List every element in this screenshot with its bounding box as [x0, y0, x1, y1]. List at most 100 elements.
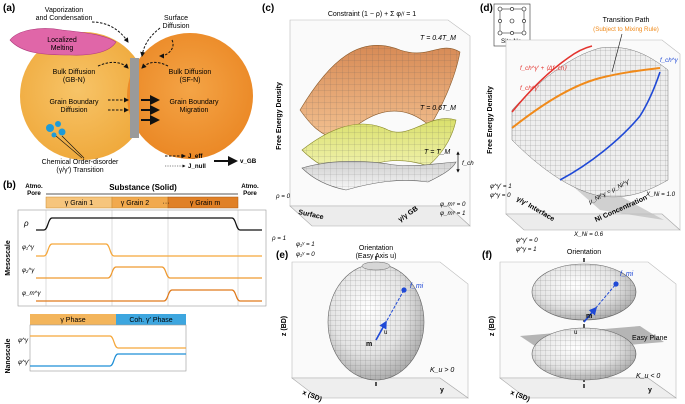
t06-label: T = 0.6T_M — [420, 105, 456, 112]
transition-leader — [611, 33, 623, 73]
site-lattice — [497, 6, 527, 36]
e-mag-arrow — [375, 320, 387, 341]
e-sphere-mesh — [328, 264, 424, 380]
curve-orange — [511, 67, 661, 129]
f-mag-arrow — [583, 306, 598, 323]
phig-profile — [30, 335, 186, 349]
panel-a-letter: (a) — [3, 3, 15, 14]
leader-1 — [55, 135, 83, 159]
phim0-label: φ_mᵞ = 0 — [440, 201, 466, 208]
meso-box — [17, 209, 267, 307]
e-k-label: K_u > 0 — [430, 367, 454, 374]
f-d-gp-label: f_ch^γ′ + ⟨Δf_ch⟩ — [520, 65, 567, 72]
coh-header — [116, 314, 186, 325]
e-mag-point — [401, 287, 407, 293]
vaporization-arrow — [91, 21, 129, 43]
bulk-left-arrow — [97, 61, 129, 69]
f-m-label: m — [586, 313, 592, 320]
constraint-label: Constraint (1 − ρ) + Σ φᵢᵞ = 1 — [328, 11, 416, 18]
panel-b-letter: (b) — [3, 180, 16, 191]
grain1-label: γ Grain 1 — [65, 200, 94, 207]
phi-bot1-label: φ^γ = 1 — [516, 246, 537, 253]
phi-bot0-label: φ^γ′ = 0 — [516, 237, 538, 244]
phigp-profile — [30, 353, 186, 367]
transition-path-label: Transition Path — [603, 17, 650, 24]
panel-f: (f) Orientation f_mi m u Easy Plane K_u … — [482, 249, 677, 403]
gamma-phase-label: γ Phase — [60, 317, 85, 324]
f-ch-g-label: f_ch^γ — [660, 57, 679, 64]
phig-label: φ^γ — [18, 337, 29, 344]
f-fmi-label: f_mi — [620, 271, 634, 278]
e-z-label: z (BD) — [281, 316, 288, 336]
surface-1-mesh — [302, 161, 456, 190]
phim-label: φ_m^γ — [22, 290, 42, 297]
bulk-left-label: Bulk Diffusion(GB-N) — [53, 69, 96, 84]
phim1-label: φ_mᵞ = 1 — [440, 210, 465, 217]
panel-e: (e) Orientation(Easy Axis u) f_mi m u K_… — [276, 245, 469, 403]
phi1-1-label: φ₁ᵞ = 1 — [296, 241, 315, 248]
phi1-profile — [36, 243, 262, 257]
panel-c: (c) Constraint (1 − ρ) + Σ φᵢᵞ = 1 Free … — [262, 3, 474, 258]
c-floor — [289, 205, 471, 227]
precipitate-cluster — [46, 121, 66, 138]
phim-profile — [36, 289, 262, 302]
surface-arrow — [140, 27, 161, 57]
f-mag-point — [613, 281, 619, 287]
t1-label: T = T_M — [424, 149, 450, 156]
f-k-label: K_u < 0 — [636, 373, 660, 380]
fch-label: f_ch — [462, 160, 474, 167]
phi2-profile — [36, 266, 262, 279]
curve-blue — [559, 71, 661, 181]
e-floor — [291, 377, 469, 399]
f-lobe-top-mesh — [532, 264, 636, 320]
panel-b: (b) Atmo.Pore Substance (Solid) Atmo.Por… — [3, 180, 267, 374]
chem-order-label: Chemical Order-disorder(γ/γ′) Transition — [42, 159, 119, 174]
f-ch-gp-label: f_ch^γ′ — [520, 85, 540, 92]
melting-region — [9, 28, 117, 56]
f-lobe-bottom-mesh — [532, 328, 636, 380]
grain2-label: γ Grain 2 — [121, 200, 150, 207]
rho1-label: ρ = 1 — [271, 235, 286, 242]
gamma-header — [30, 314, 116, 325]
rho-label: ρ — [23, 219, 29, 228]
c-y-axis: Free Energy Density — [276, 82, 283, 150]
phigp-label: φ^γ′ — [18, 359, 30, 366]
f-mag-line — [583, 283, 617, 323]
d-floor — [505, 213, 681, 231]
legend-vgb: v_GB — [240, 158, 257, 165]
curve-red — [511, 45, 593, 113]
t04-label: T = 0.4T_M — [420, 35, 456, 42]
phi2-label: φ₂^γ — [22, 267, 35, 274]
atmo-right: Atmo.Pore — [241, 183, 259, 197]
xni06-label: X_Ni = 0.6 — [573, 231, 604, 238]
d-surface-mesh — [512, 47, 668, 197]
panel-c-letter: (c) — [262, 3, 274, 14]
surface-04-mesh — [300, 45, 460, 140]
bulk-right-label: Bulk Diffusion(SF-N) — [169, 69, 212, 84]
phi-top0-label: φ^γ = 0 — [490, 192, 511, 199]
grainm-label: γ Grain m — [190, 200, 221, 207]
substance-label: Substance (Solid) — [109, 183, 177, 192]
xni1-label: X_Ni = 1.0 — [645, 191, 676, 198]
atmo-left: Atmo.Pore — [25, 183, 43, 197]
e-dimple — [361, 261, 391, 271]
panel-f-letter: (f) — [482, 250, 492, 261]
grain-right — [127, 33, 253, 159]
rho0-label: ρ = 0 — [275, 193, 291, 200]
e-u-label: u — [384, 329, 388, 336]
e-fmi-label: f_mi — [410, 283, 424, 290]
mesoscale-label: Mesoscale — [5, 240, 12, 276]
panel-d: (d) Site No. Free Energy Density Transit… — [480, 3, 681, 253]
dots-label: ··· — [163, 200, 170, 207]
bulk-right-arrow — [141, 61, 169, 69]
grainm-header — [167, 196, 239, 209]
surface-arrow-2 — [159, 39, 174, 59]
